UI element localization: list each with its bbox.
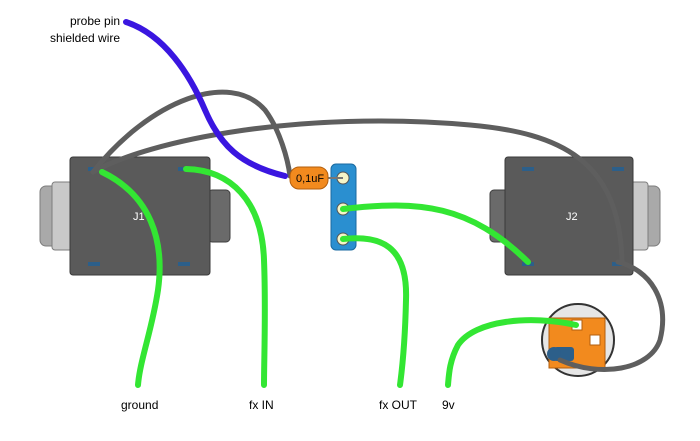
green-wire-to-j2 [340,202,531,265]
jack-j2: J2 [489,156,661,276]
label-fx-in: fx IN [249,398,274,412]
label-9v: 9v [442,398,455,412]
jack-j1-right-cap [207,189,231,243]
capacitor-label: 0,1uF [296,173,324,185]
gray-wire-j1-to-cap [90,89,293,179]
label-shielded-wire: shielded wire [50,31,120,45]
jack-j1: J1 [39,156,231,276]
gray-wires [90,89,666,372]
green-wire-ground [99,169,163,388]
capacitor-body [289,166,329,190]
jack-j1-lug-bl [88,262,100,266]
jack-j2-lug-tl [522,167,534,171]
gray-wire-j2-to-dc [557,259,666,372]
green-wire-9v [445,317,579,388]
jack-j2-lug-tr [612,167,624,171]
blue-probe-wire [123,19,288,179]
jack-j1-body [69,156,211,276]
jack-j1-left-nut [51,181,73,251]
jack-j1-label: J1 [133,211,145,223]
label-fx-out: fx OUT [379,398,418,412]
green-wire-fx-out [340,235,410,388]
label-ground: ground [121,398,158,412]
jack-j2-label: J2 [566,211,578,223]
dc-jack-barrel-end [547,347,561,361]
gray-wire-j1-to-j2 [90,118,625,265]
capacitor: 0,1uF [289,166,343,190]
jack-j1-lug-br [178,262,190,266]
label-probe-pin: probe pin [70,14,120,28]
green-wire-fx-in [183,166,268,388]
green-wires [99,166,579,388]
dc-jack-pin-right [589,334,601,346]
